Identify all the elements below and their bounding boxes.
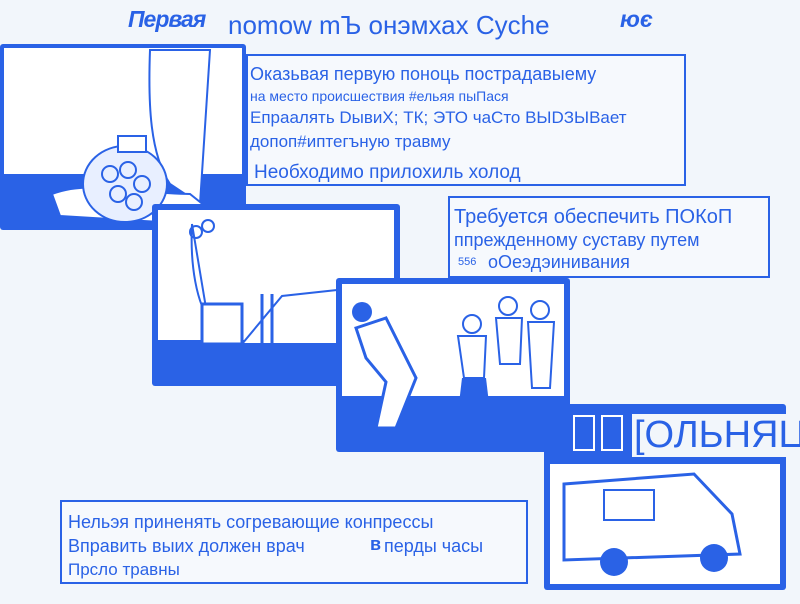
text-box-immobilization: Требуется обеспечить ПОКоП ппрежденному … bbox=[448, 196, 770, 278]
header-title-left: Первая bbox=[128, 6, 206, 32]
box1-line4: допоп#иптегъную травму bbox=[250, 132, 451, 151]
box2-line3: оОеэдэинивания bbox=[488, 252, 630, 272]
box1-line1: Оказьвая первую поноць пострадавыему bbox=[250, 64, 597, 84]
ice-pack-foot-icon bbox=[50, 49, 218, 224]
box2-line2: ппрежденному суставу путем bbox=[454, 230, 700, 250]
ambulance-label: [ОЛЬНЯЦ bbox=[632, 414, 800, 457]
box3-line2a: Вправить выих должен врач bbox=[68, 536, 305, 556]
box3-marker: в bbox=[370, 534, 382, 554]
box1-line3: Епраалять DывиХ; ТК; ЭТО чаСто ВЫDЗЫВает bbox=[250, 108, 627, 127]
box1-line5: Необходимо прилохиль холод bbox=[254, 162, 521, 183]
people-carrying-icon bbox=[352, 296, 556, 446]
box2-line1: Требуется обеспечить ПОКоП bbox=[454, 206, 733, 228]
text-box-warnings: Нельэя приненять согревающие конпрессы В… bbox=[60, 500, 528, 584]
box2-badge: 556 bbox=[458, 256, 477, 268]
box1-line2: на место происшествия #ельяя пыПася bbox=[250, 88, 509, 104]
header-title-main: nomow mЪ онэмхах Cyche bbox=[228, 10, 550, 40]
text-box-first-aid: Оказьвая первую поноць пострадавыему на … bbox=[246, 54, 686, 186]
illustration-panel-ice bbox=[0, 44, 246, 230]
illustration-panel-carry bbox=[336, 278, 570, 452]
header-title-right: ює bbox=[620, 6, 653, 32]
illustration-panel-ambulance: [ОЛЬНЯЦ bbox=[544, 404, 800, 590]
box3-line1: Нельэя приненять согревающие конпрессы bbox=[68, 512, 434, 532]
ambulance-icon bbox=[562, 415, 742, 576]
box3-line3: Прсло травны bbox=[68, 560, 180, 579]
box3-line2b: перды часы bbox=[384, 536, 484, 556]
